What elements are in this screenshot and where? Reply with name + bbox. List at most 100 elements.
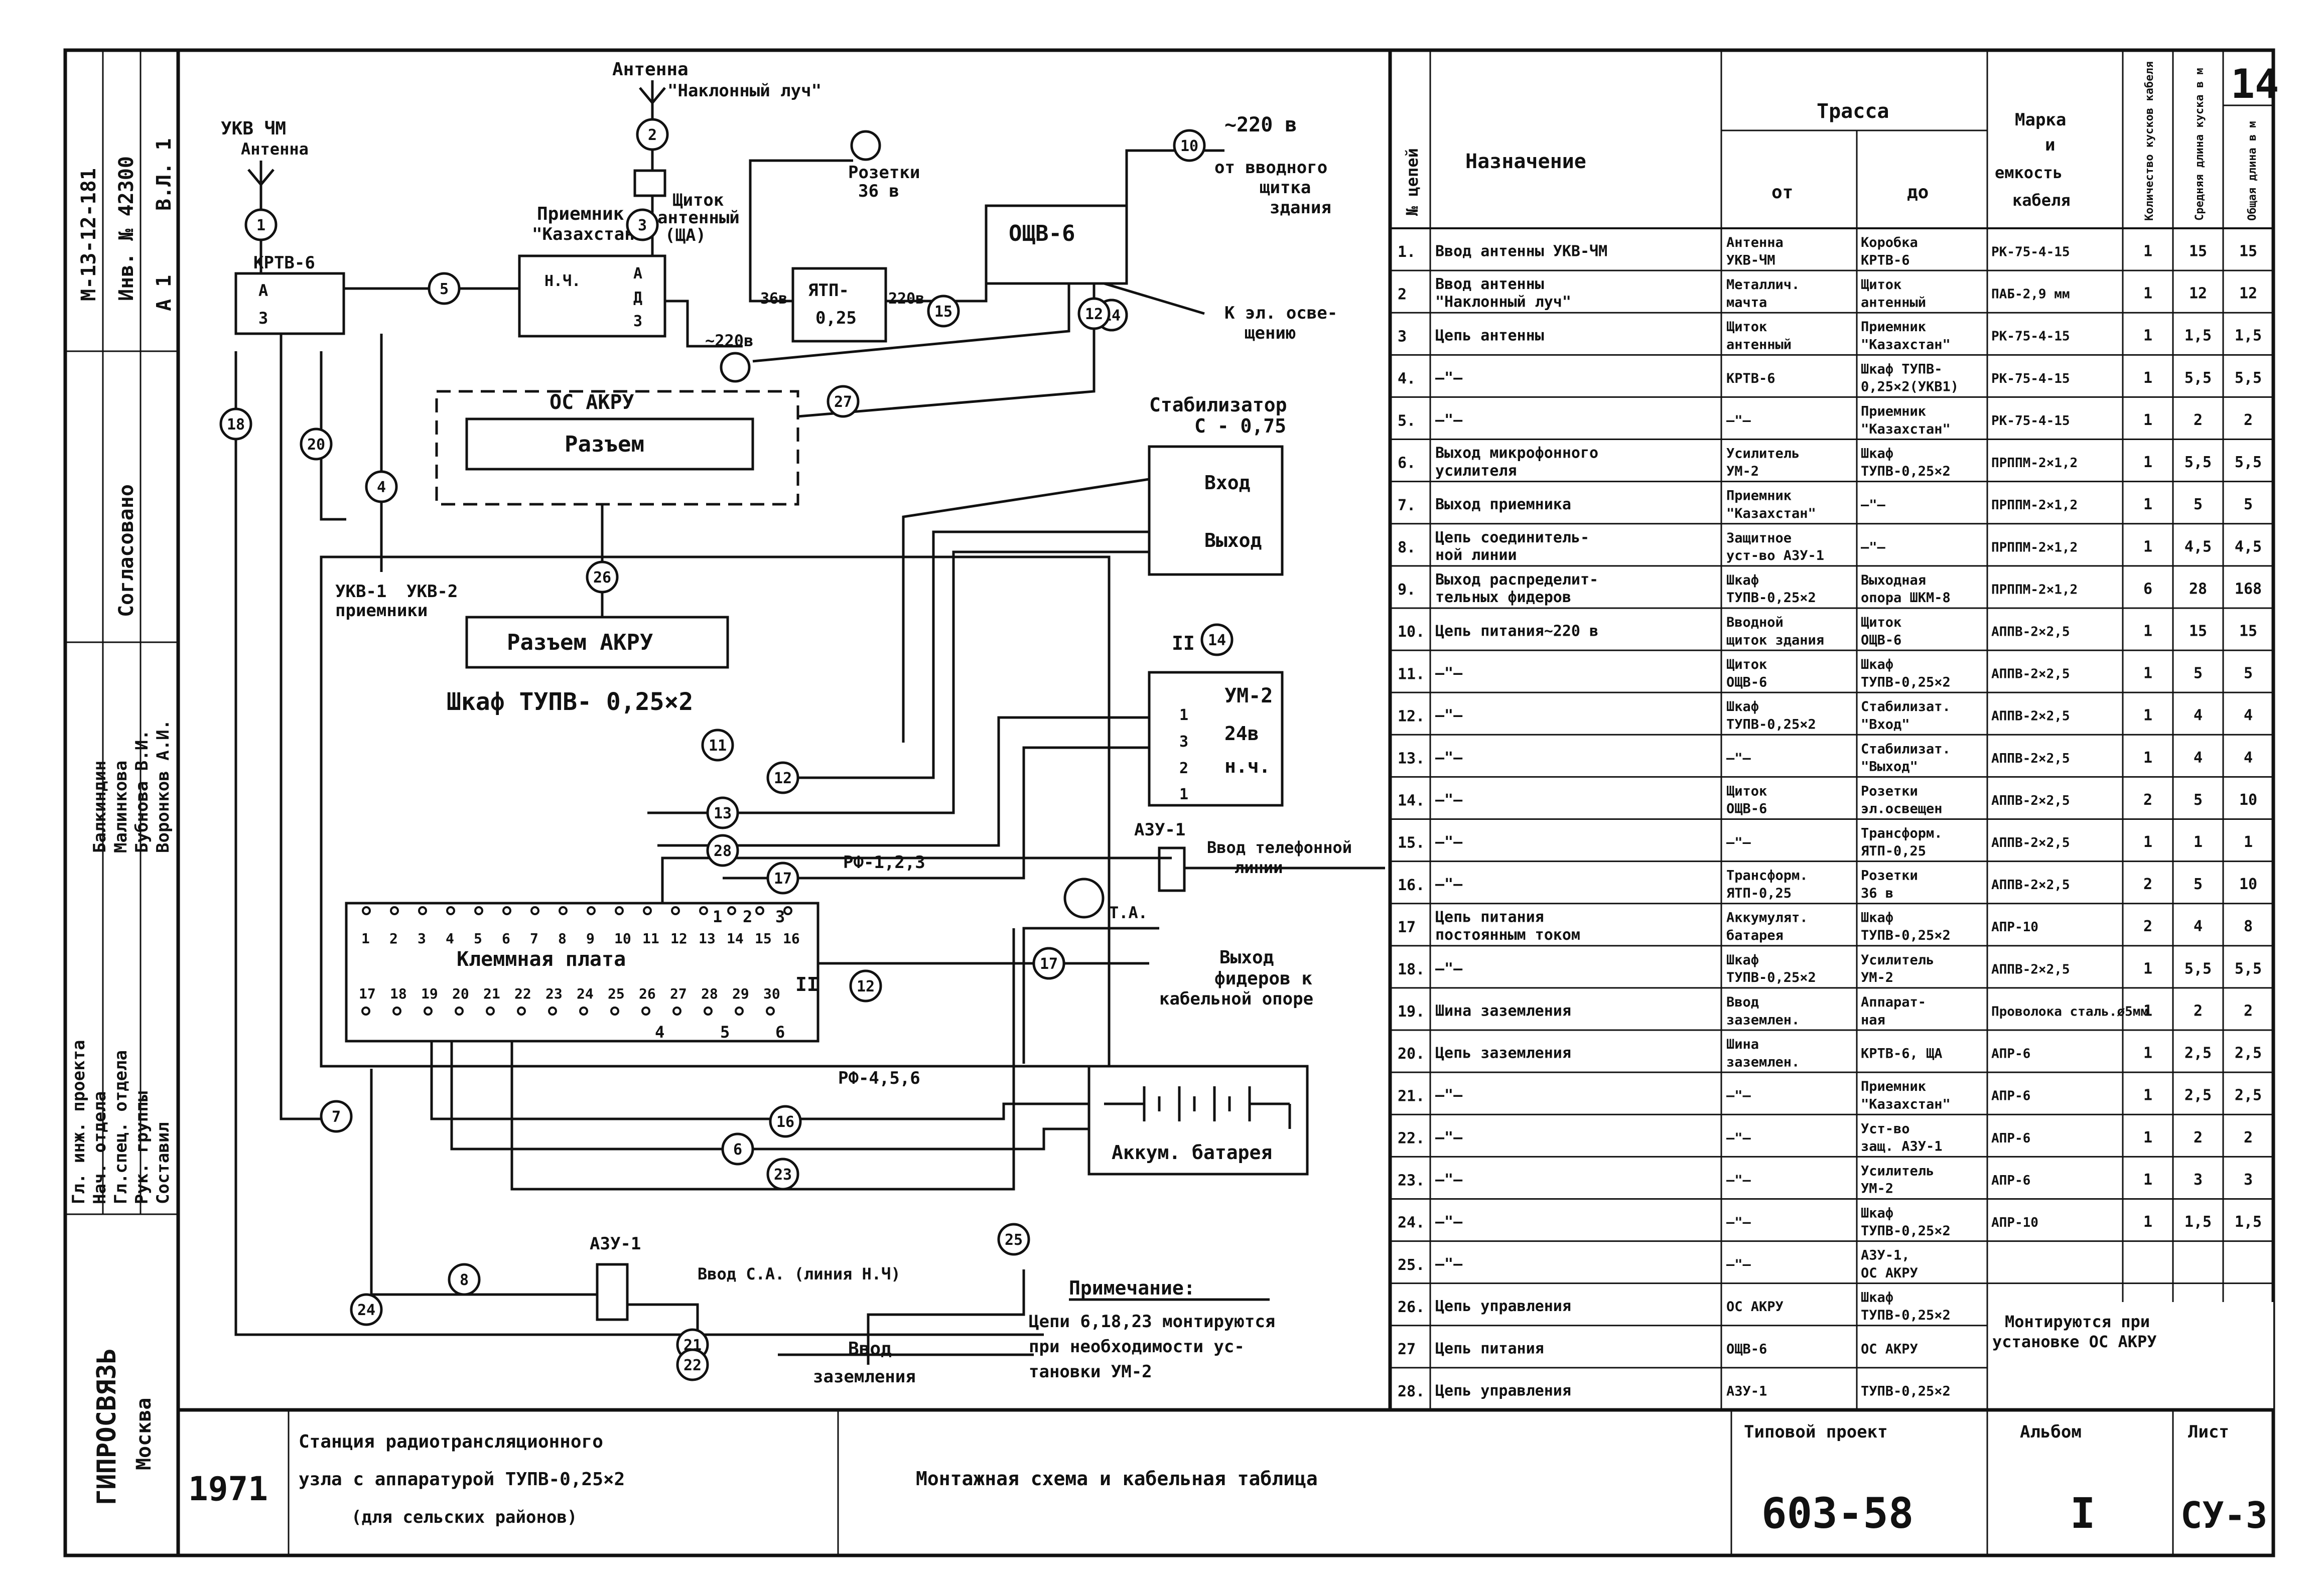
row-total: 2 [2244, 1002, 2253, 1020]
row-to: —"— [1861, 497, 1886, 513]
terminal-top-number: 5 [474, 930, 482, 947]
row-purpose: —"— [1435, 833, 1463, 851]
circuit-number: 10 [1180, 137, 1198, 155]
row-number: 4. [1398, 370, 1416, 388]
row-count: 1 [2143, 1213, 2152, 1231]
terminal-bottom-number: 29 [732, 985, 749, 1002]
row-count: 1 [2143, 369, 2152, 387]
circuit-marker [997, 1223, 1030, 1256]
row-to: Шкаф [1861, 657, 1893, 672]
row-count: 1 [2143, 1171, 2152, 1189]
row-brand: АПР-6 [1991, 1173, 2030, 1188]
row-from: ТУПВ-0,25×2 [1726, 970, 1816, 985]
table-grid [1429, 50, 2224, 1410]
row-to: защ. АЗУ-1 [1861, 1139, 1943, 1155]
row-to: опора ШКМ-8 [1861, 590, 1951, 606]
side-code-3: В.Л. 1 [153, 138, 176, 211]
circuit-marker [766, 1158, 799, 1191]
azu1-bottom-box [596, 1263, 629, 1321]
row-from: Шкаф [1726, 952, 1759, 968]
circuit-number: 16 [776, 1113, 794, 1131]
razem-label: Разъем [565, 432, 644, 457]
row-from: батарея [1726, 928, 1784, 943]
row-to: 0,25×2(УКВ1) [1861, 379, 1959, 395]
row-count: 1 [2143, 707, 2152, 725]
side-name-1: Балкиндин [90, 761, 110, 853]
row-count: 1 [2143, 665, 2152, 682]
ytp-l1: ЯТП- [808, 280, 849, 301]
row-to: Розетки [1861, 868, 1918, 884]
terminal-top-number: 4 [446, 930, 454, 947]
receivers-label: приемники [335, 601, 428, 621]
row-from: ТУПВ-0,25×2 [1726, 717, 1816, 733]
terminal-bottom-pin [548, 1007, 557, 1016]
cabinet-box [320, 555, 1111, 1068]
row-to: Приемник [1861, 319, 1926, 335]
circuit-marker [1173, 129, 1206, 162]
terminal-bottom-number: 22 [514, 985, 531, 1002]
terminal-top-number: 3 [418, 930, 426, 947]
title-sheet-no: СУ-3 [2180, 1494, 2267, 1536]
row-from: "Казахстан" [1726, 506, 1816, 521]
shchitok-l1: Щиток [672, 190, 724, 210]
row-to: Стабилизат. [1861, 699, 1951, 714]
rf456-label: РФ-4,5,6 [838, 1068, 920, 1088]
circuit-number: 17 [774, 870, 792, 888]
table-sheet-number: 14 [2231, 61, 2279, 107]
row-count: 1 [2143, 454, 2152, 471]
terminal-top-pin [474, 906, 483, 915]
row-from: —"— [1726, 413, 1751, 428]
lighting-l1: К эл. осве- [1224, 303, 1337, 323]
circuit-number: 24 [357, 1302, 375, 1319]
circuit-marker [300, 427, 333, 461]
circuit-number: 5 [440, 280, 449, 298]
antenna-top-sub: "Наклонный луч" [667, 81, 822, 101]
outer-frame [63, 48, 2275, 1557]
row-brand: ПРППМ-2×1,2 [1991, 456, 2078, 471]
row-number: 21. [1398, 1087, 1425, 1105]
title-sheet-label: Лист [2188, 1422, 2229, 1442]
row-avg: 1,5 [2184, 1213, 2212, 1231]
rozetki-l1: Розетки [848, 163, 920, 183]
row-to: АЗУ-1, [1861, 1248, 1910, 1263]
row-avg: 4 [2194, 749, 2203, 767]
side-name-3: Бубнова В.И. [132, 730, 152, 853]
circuit-number: 27 [834, 393, 852, 411]
row-purpose: Шина заземления [1435, 1002, 1571, 1020]
side-role-2: Нач. отдела [90, 1091, 110, 1204]
um2-pin-2: 2 [1179, 760, 1188, 777]
terminal-bottom-number: 30 [763, 985, 780, 1002]
circuit-marker [626, 208, 659, 241]
circuit-number: 26 [593, 569, 611, 587]
phone-l1: Ввод телефонной [1207, 838, 1352, 857]
ta-label: Т.А. [1109, 903, 1148, 922]
terminal-bottom-number: 26 [639, 985, 656, 1002]
circuit-number: 17 [1040, 955, 1058, 973]
row-total: 4 [2244, 707, 2253, 725]
row-to: 36 в [1861, 886, 1893, 901]
row-count: 1 [2143, 1087, 2152, 1104]
feeders-l1: Выход [1219, 947, 1274, 968]
row-to: эл.освещен [1861, 801, 1943, 817]
row-brand: РК-75-4-15 [1991, 245, 2070, 260]
row-avg: 5,5 [2184, 369, 2212, 387]
th-num: № цепей [1403, 148, 1422, 216]
circuit-number: 20 [307, 436, 325, 454]
receiver-l1: Приемник [537, 204, 624, 224]
row-brand: АППВ-2×2,5 [1991, 962, 2070, 977]
row-from: —"— [1726, 751, 1751, 766]
row-number: 16. [1398, 877, 1425, 894]
th-brand-l3: емкость [1995, 163, 2063, 182]
side-role-5: Составил [153, 1122, 173, 1204]
row-purpose: Выход микрофонного [1435, 445, 1598, 462]
row-to: —"— [1861, 539, 1886, 555]
circuit-marker [219, 407, 252, 441]
title-name-l2: узла с аппаратурой ТУПВ-0,25×2 [299, 1469, 625, 1490]
terminal-top-number: 2 [389, 930, 398, 947]
row-total: 5,5 [2235, 369, 2262, 387]
row-to: ная [1861, 1012, 1885, 1028]
krtv-box [234, 272, 345, 335]
terminal-bottom-number: 20 [452, 985, 469, 1002]
circuit-number: 7 [332, 1108, 341, 1126]
